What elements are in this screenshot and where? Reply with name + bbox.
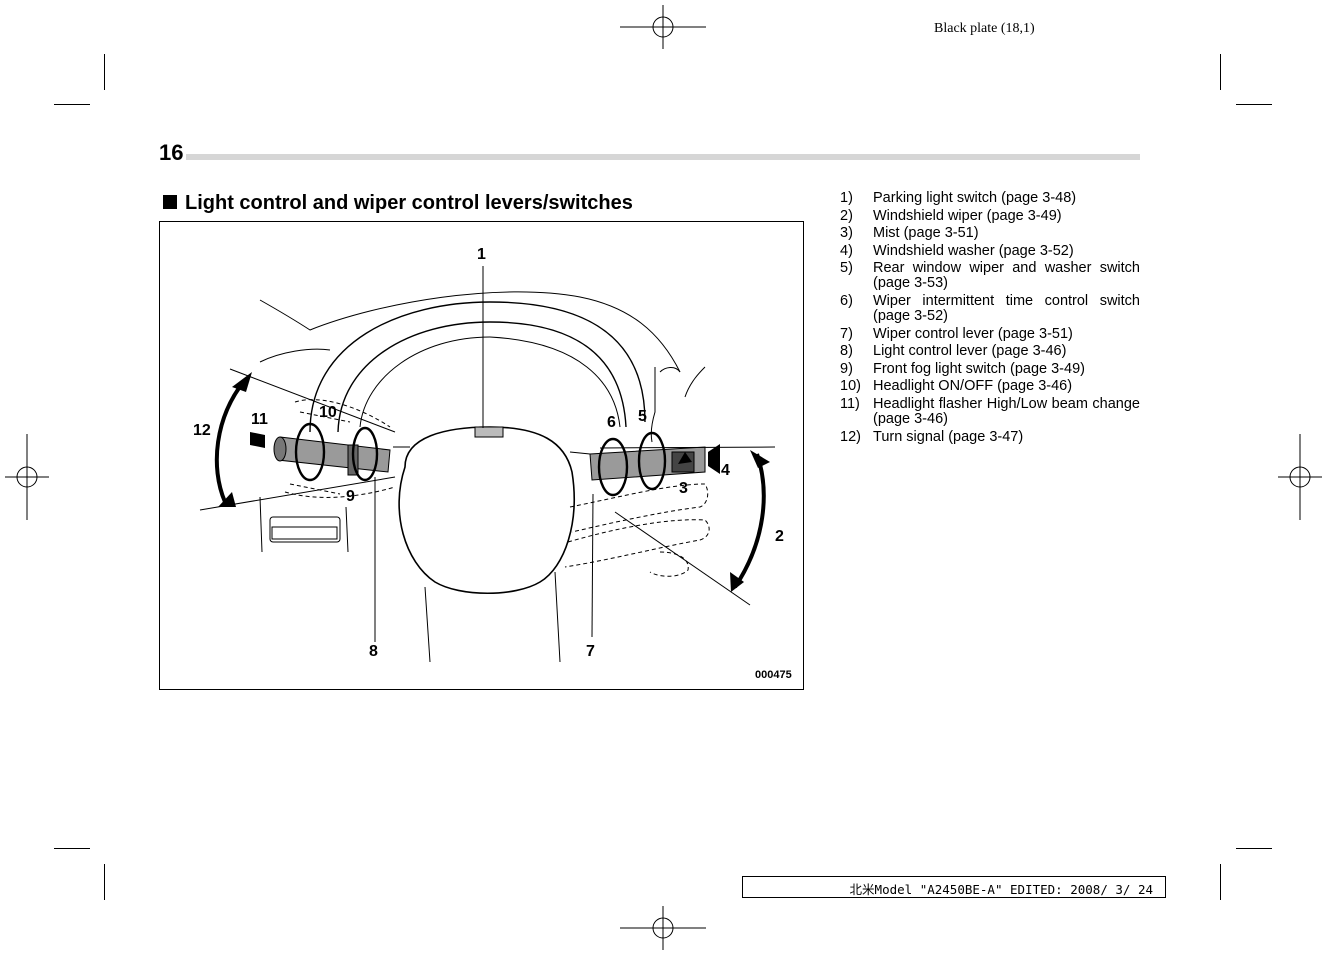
page-header-bar bbox=[186, 154, 1140, 160]
registration-mark-bottom bbox=[620, 906, 706, 950]
crop-mark bbox=[1236, 104, 1272, 105]
legend-item: 4)Windshield washer (page 3-52) bbox=[840, 242, 1074, 259]
callout-2: 2 bbox=[775, 528, 784, 545]
legend-item: 7)Wiper control lever (page 3-51) bbox=[840, 325, 1073, 342]
registration-mark-top bbox=[620, 5, 706, 49]
crop-mark bbox=[1220, 864, 1221, 900]
registration-mark-right bbox=[1278, 434, 1322, 520]
callout-3: 3 bbox=[679, 480, 688, 497]
callout-4: 4 bbox=[721, 462, 730, 479]
callout-10: 10 bbox=[319, 404, 337, 421]
callout-7: 7 bbox=[586, 643, 595, 660]
footer-text: 北米Model "A2450BE-A" EDITED: 2008/ 3/ 24 bbox=[849, 882, 1153, 897]
legend-item: 12)Turn signal (page 3-47) bbox=[840, 428, 1024, 445]
legend-item: 1)Parking light switch (page 3-48) bbox=[840, 190, 1077, 206]
legend-item: 5)Rear window wiper and washer switch (p… bbox=[840, 260, 1140, 292]
steering-column-illustration: 1 2 3 4 5 6 7 8 9 10 11 12 000475 bbox=[159, 222, 804, 690]
figure-code: 000475 bbox=[755, 669, 792, 681]
page-number: 16 bbox=[159, 140, 184, 165]
callout-11: 11 bbox=[251, 411, 268, 428]
legend-list: 1)Parking light switch (page 3-48) 2)Win… bbox=[840, 191, 1140, 447]
section-title: Light control and wiper control levers/s… bbox=[185, 192, 633, 214]
legend-item: 3)Mist (page 3-51) bbox=[840, 225, 979, 242]
registration-mark-left bbox=[5, 434, 49, 520]
legend-item: 2)Windshield wiper (page 3-49) bbox=[840, 207, 1062, 224]
crop-mark bbox=[1236, 848, 1272, 849]
crop-mark bbox=[1220, 54, 1221, 90]
crop-mark bbox=[54, 104, 90, 105]
legend-item: 11)Headlight flasher High/Low beam chang… bbox=[840, 395, 1140, 427]
square-bullet-icon bbox=[163, 195, 177, 209]
callout-8: 8 bbox=[369, 643, 378, 660]
callout-12: 12 bbox=[193, 422, 211, 439]
crop-mark bbox=[104, 864, 105, 900]
steering-wheel-drawing bbox=[199, 266, 776, 663]
callout-9: 9 bbox=[346, 488, 355, 505]
legend-item: 10)Headlight ON/OFF (page 3-46) bbox=[840, 378, 1073, 395]
callout-5: 5 bbox=[638, 408, 647, 425]
footer-edit-stamp: 北米Model "A2450BE-A" EDITED: 2008/ 3/ 24 bbox=[742, 876, 1166, 898]
plate-label: Black plate (18,1) bbox=[934, 21, 1035, 36]
section-heading: Light control and wiper control levers/s… bbox=[163, 192, 633, 215]
legend-item: 9)Front fog light switch (page 3-49) bbox=[840, 360, 1085, 377]
callout-6: 6 bbox=[607, 414, 616, 431]
callout-1: 1 bbox=[477, 246, 486, 263]
crop-mark bbox=[104, 54, 105, 90]
crop-mark bbox=[54, 848, 90, 849]
legend-item: 6)Wiper intermittent time control switch… bbox=[840, 292, 1140, 324]
figure-top-rule bbox=[159, 221, 804, 222]
legend-item: 8)Light control lever (page 3-46) bbox=[840, 343, 1067, 360]
